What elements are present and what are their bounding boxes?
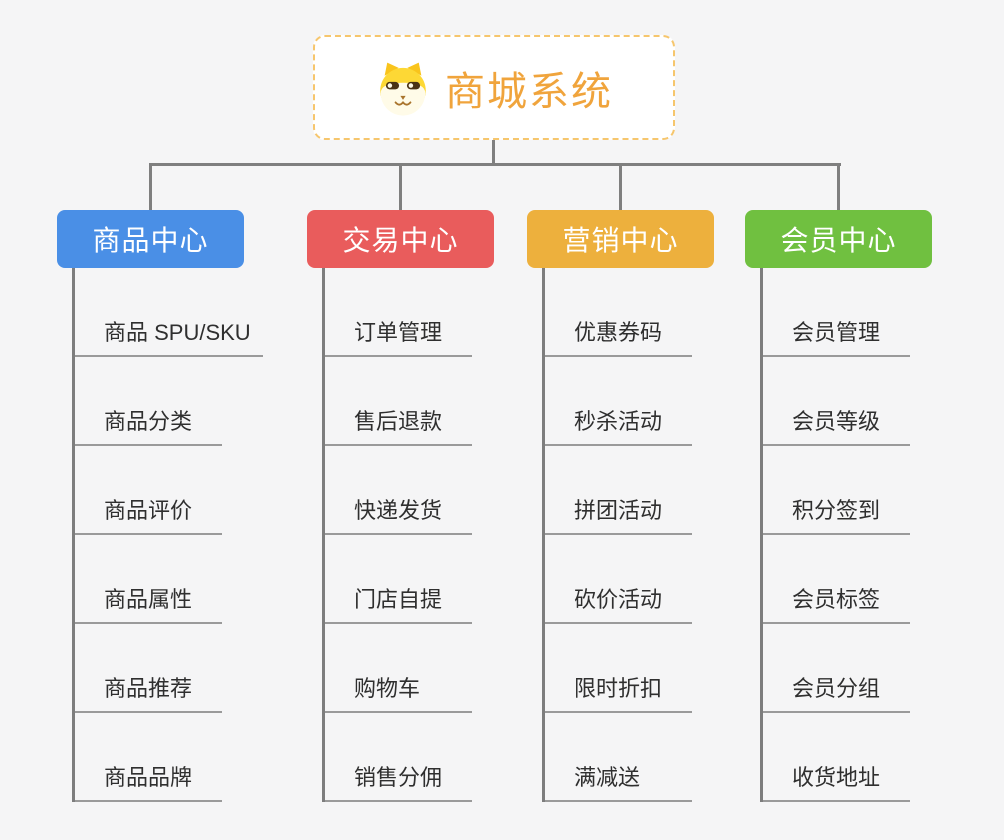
leaf-item[interactable]: 满减送 bbox=[542, 713, 692, 802]
leaf-item[interactable]: 会员管理 bbox=[760, 268, 910, 357]
branch-marketing: 营销中心 优惠券码 秒杀活动 拼团活动 砍价活动 限时折扣 满减送 bbox=[527, 210, 714, 802]
leaf-label: 限时折扣 bbox=[542, 671, 692, 713]
leaf-item[interactable]: 限时折扣 bbox=[542, 624, 692, 713]
branch-trunk-line bbox=[322, 268, 325, 802]
leaf-label: 会员标签 bbox=[760, 582, 910, 624]
leaf-item[interactable]: 商品属性 bbox=[72, 535, 263, 624]
shiba-dog-icon bbox=[380, 62, 426, 116]
leaf-label: 积分签到 bbox=[760, 493, 910, 535]
leaf-label: 秒杀活动 bbox=[542, 404, 692, 446]
leaf-label: 商品分类 bbox=[72, 404, 222, 446]
leaf-item[interactable]: 订单管理 bbox=[322, 268, 472, 357]
leaf-item[interactable]: 商品推荐 bbox=[72, 624, 263, 713]
leaf-label: 会员管理 bbox=[760, 315, 910, 357]
leaf-label: 商品 SPU/SKU bbox=[72, 315, 263, 357]
leaf-item[interactable]: 销售分佣 bbox=[322, 713, 472, 802]
branch-trade: 交易中心 订单管理 售后退款 快递发货 门店自提 购物车 销售分佣 bbox=[307, 210, 494, 802]
leaf-item[interactable]: 商品分类 bbox=[72, 357, 263, 446]
leaf-label: 砍价活动 bbox=[542, 582, 692, 624]
leaf-label: 商品品牌 bbox=[72, 760, 222, 802]
leaf-label: 优惠券码 bbox=[542, 315, 692, 357]
branch-products: 商品中心 商品 SPU/SKU 商品分类 商品评价 商品属性 商品推荐 商品品牌 bbox=[57, 210, 263, 802]
branch-trunk-line bbox=[760, 268, 763, 802]
leaf-item[interactable]: 优惠券码 bbox=[542, 268, 692, 357]
leaf-label: 商品推荐 bbox=[72, 671, 222, 713]
leaf-item[interactable]: 购物车 bbox=[322, 624, 472, 713]
connector-drop-trade bbox=[399, 163, 402, 210]
connector-drop-products bbox=[149, 163, 152, 210]
leaf-item[interactable]: 收货地址 bbox=[760, 713, 910, 802]
leaf-label: 订单管理 bbox=[322, 315, 472, 357]
leaf-label: 会员等级 bbox=[760, 404, 910, 446]
leaf-label: 销售分佣 bbox=[322, 760, 472, 802]
leaf-item[interactable]: 会员分组 bbox=[760, 624, 910, 713]
leaf-label: 满减送 bbox=[542, 760, 692, 802]
leaf-label: 售后退款 bbox=[322, 404, 472, 446]
leaf-label: 购物车 bbox=[322, 671, 472, 713]
leaf-item[interactable]: 商品品牌 bbox=[72, 713, 263, 802]
leaf-label: 收货地址 bbox=[760, 760, 910, 802]
branch-trunk-line bbox=[542, 268, 545, 802]
leaf-item[interactable]: 售后退款 bbox=[322, 357, 472, 446]
leaf-item[interactable]: 商品评价 bbox=[72, 446, 263, 535]
leaf-item[interactable]: 商品 SPU/SKU bbox=[72, 268, 263, 357]
leaf-label: 快递发货 bbox=[322, 493, 472, 535]
leaf-item[interactable]: 会员标签 bbox=[760, 535, 910, 624]
leaf-item[interactable]: 拼团活动 bbox=[542, 446, 692, 535]
leaf-item[interactable]: 会员等级 bbox=[760, 357, 910, 446]
branch-members: 会员中心 会员管理 会员等级 积分签到 会员标签 会员分组 收货地址 bbox=[745, 210, 932, 802]
leaf-item[interactable]: 秒杀活动 bbox=[542, 357, 692, 446]
leaf-label: 门店自提 bbox=[322, 582, 472, 624]
leaf-item[interactable]: 砍价活动 bbox=[542, 535, 692, 624]
leaf-item[interactable]: 门店自提 bbox=[322, 535, 472, 624]
connector-drop-marketing bbox=[619, 163, 622, 210]
leaf-label: 商品评价 bbox=[72, 493, 222, 535]
leaf-item[interactable]: 快递发货 bbox=[322, 446, 472, 535]
connector-drop-members bbox=[837, 163, 840, 210]
leaf-label: 商品属性 bbox=[72, 582, 222, 624]
branch-header-members[interactable]: 会员中心 bbox=[745, 210, 932, 268]
root-title: 商城系统 bbox=[445, 69, 613, 114]
connector-horizontal bbox=[149, 163, 841, 166]
leaf-label: 会员分组 bbox=[760, 671, 910, 713]
leaf-label: 拼团活动 bbox=[542, 493, 692, 535]
branch-header-marketing[interactable]: 营销中心 bbox=[527, 210, 714, 268]
root-node-mall-system[interactable]: 商城系统 bbox=[313, 35, 675, 140]
branch-header-trade[interactable]: 交易中心 bbox=[307, 210, 494, 268]
leaf-item[interactable]: 积分签到 bbox=[760, 446, 910, 535]
branch-trunk-line bbox=[72, 268, 75, 802]
connector-root-drop bbox=[492, 140, 495, 166]
branch-header-products[interactable]: 商品中心 bbox=[57, 210, 244, 268]
